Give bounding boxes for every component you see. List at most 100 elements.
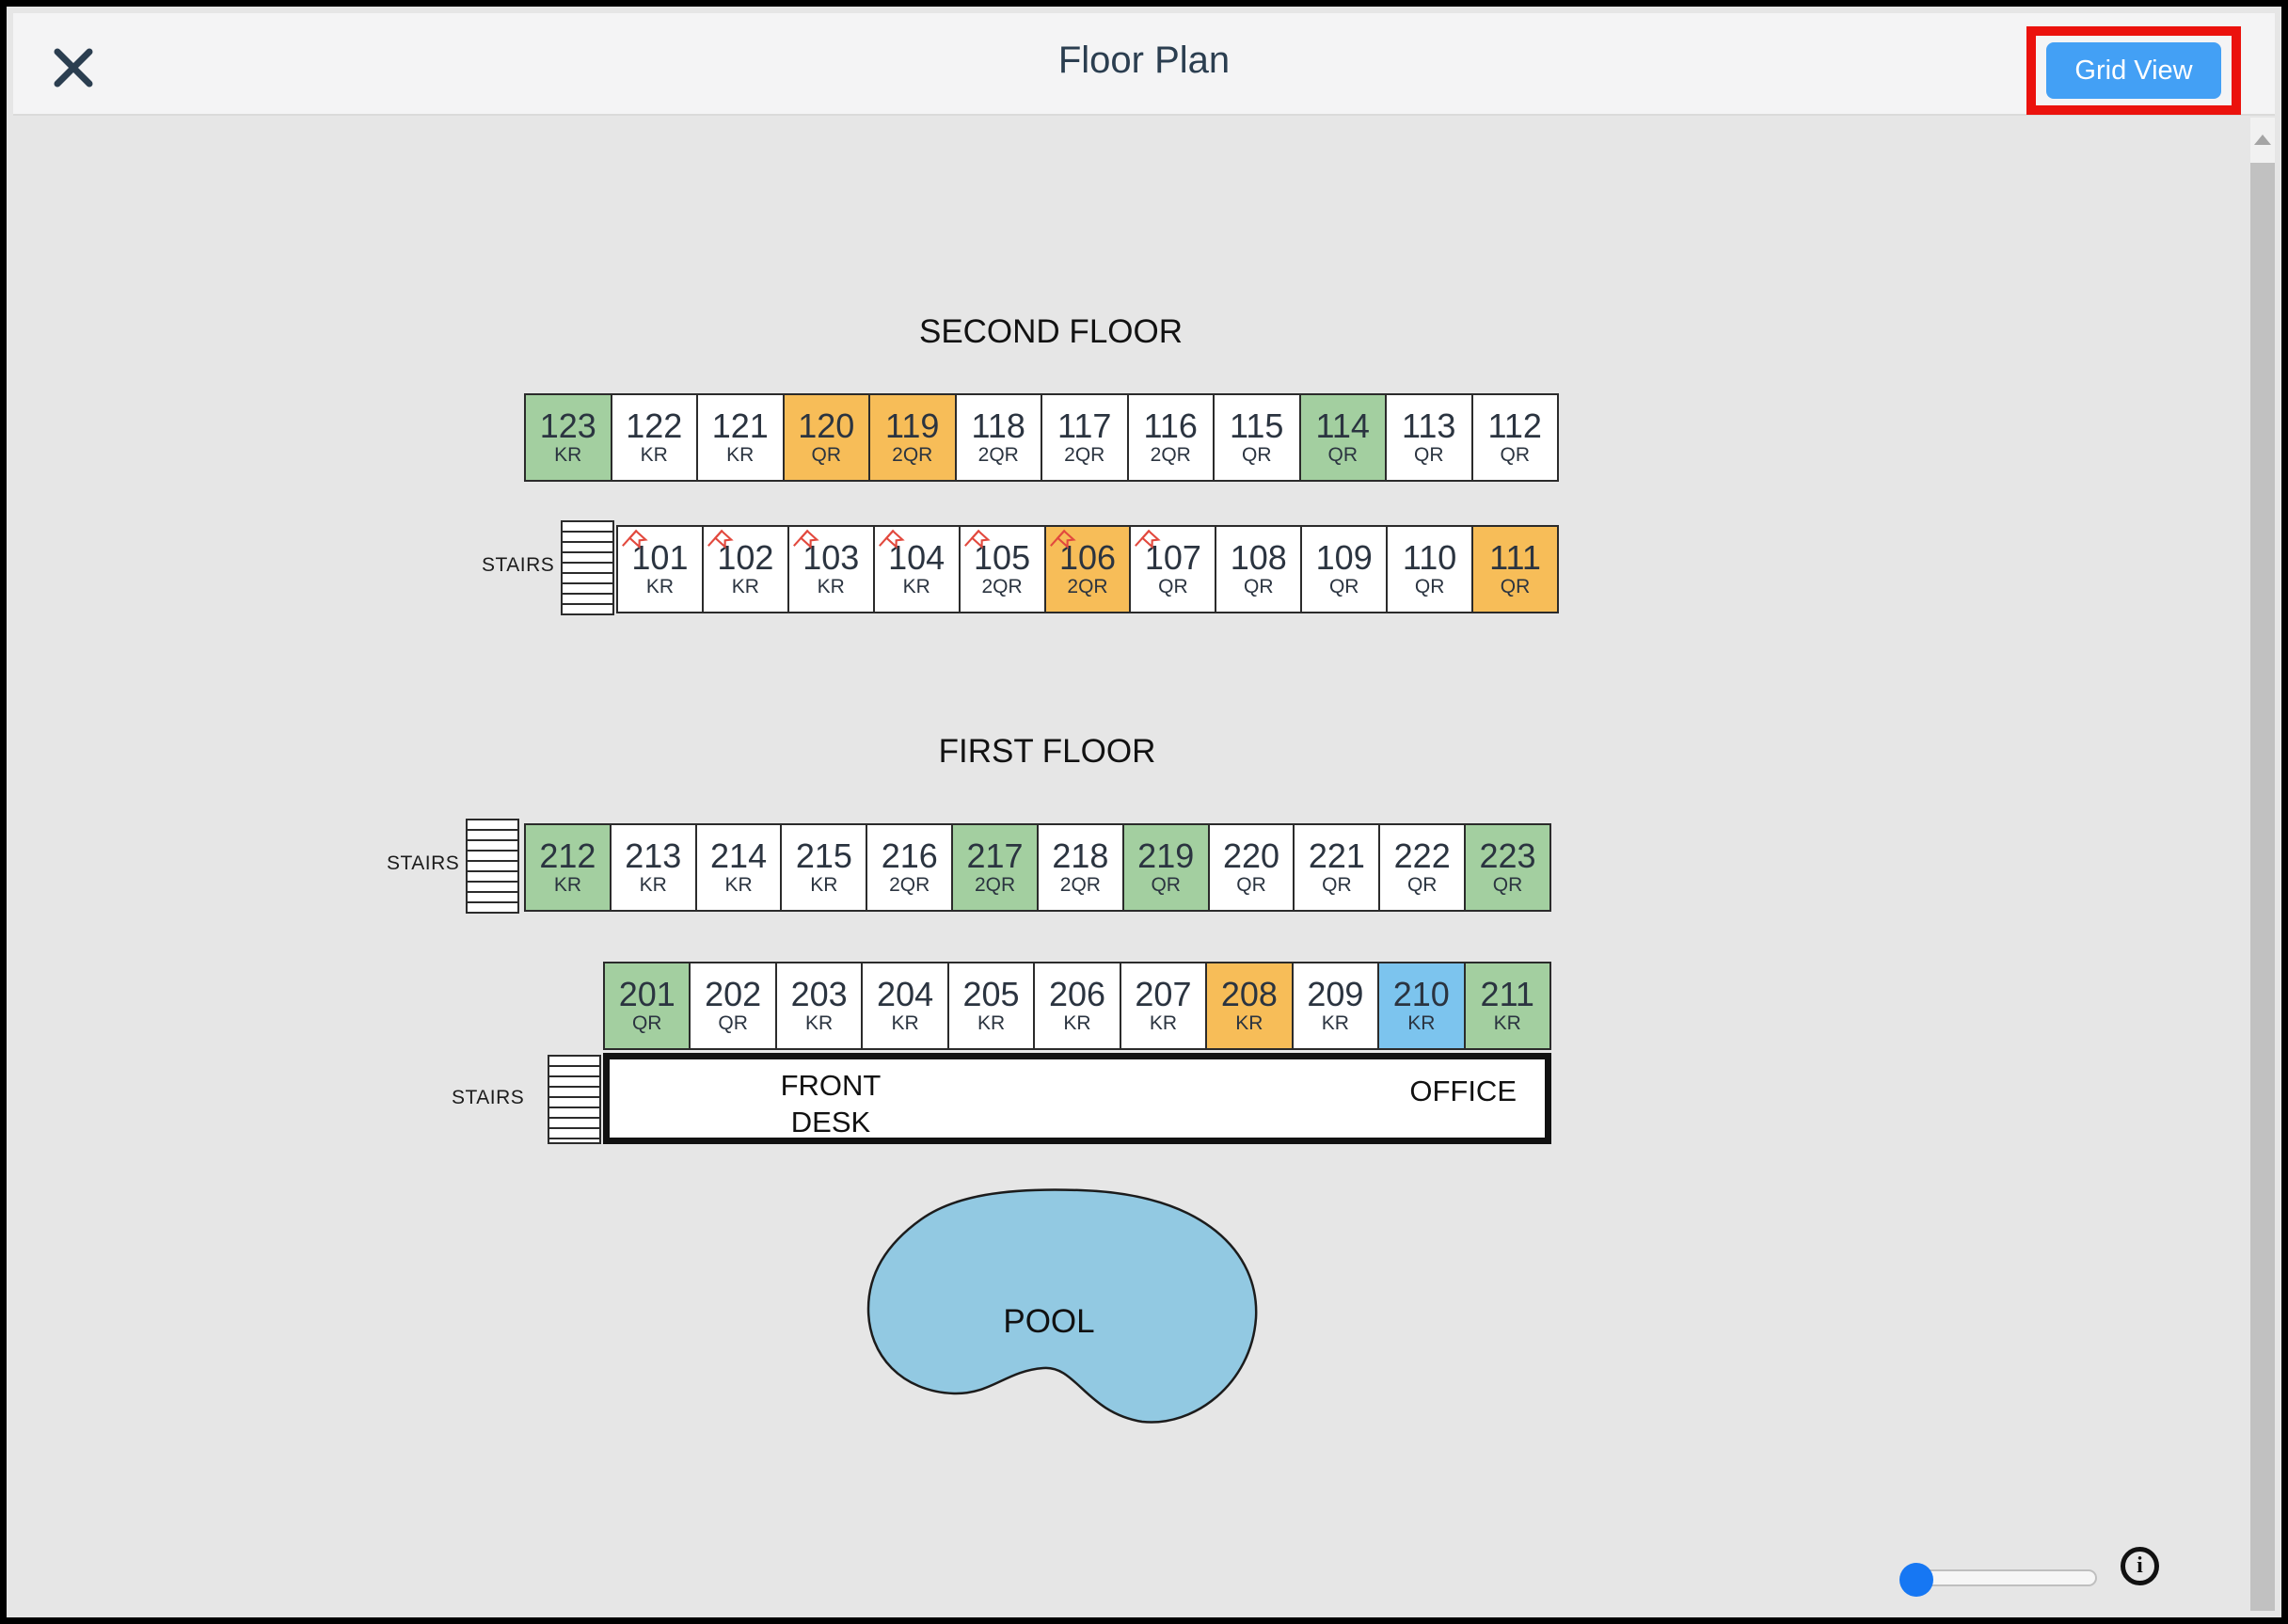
room-type: 2QR <box>977 444 1019 466</box>
room-type: QR <box>1327 444 1358 466</box>
room-type: KR <box>726 444 755 466</box>
front-desk-area: FRONT DESK OFFICE <box>603 1053 1551 1144</box>
zoom-slider[interactable] <box>1899 1563 2097 1597</box>
housekeeping-flag-icon <box>877 528 905 556</box>
office-label: OFFICE <box>1409 1075 1517 1107</box>
room-number: 204 <box>877 975 934 1013</box>
zoom-slider-thumb[interactable] <box>1899 1563 1933 1597</box>
room-type: QR <box>1414 444 1444 466</box>
room-number: 202 <box>705 975 762 1013</box>
room-number: 209 <box>1307 975 1364 1013</box>
scroll-up-arrow-icon[interactable] <box>2250 118 2275 161</box>
room-type: QR <box>718 1012 748 1034</box>
pool-shape: POOL <box>865 1186 1260 1428</box>
room-type: KR <box>724 874 753 896</box>
room-number: 120 <box>798 406 855 445</box>
room-type: KR <box>639 874 667 896</box>
room-type: 2QR <box>1064 444 1105 466</box>
room-type: 2QR <box>1150 444 1191 466</box>
room-type: QR <box>1322 874 1352 896</box>
room-type: QR <box>631 1012 662 1034</box>
annotation-highlight: Grid View <box>2026 26 2241 115</box>
room-type: QR <box>811 444 842 466</box>
page-title: Floor Plan <box>1057 40 1231 81</box>
room-number: 215 <box>795 836 852 875</box>
close-icon[interactable] <box>47 41 100 94</box>
room-type: KR <box>810 874 838 896</box>
room-type: QR <box>1500 576 1531 597</box>
room-type: QR <box>1328 576 1359 597</box>
room-type: QR <box>1500 444 1531 466</box>
room-number: 111 <box>1489 538 1541 577</box>
housekeeping-flag-icon <box>1133 528 1162 556</box>
stairs-icon <box>561 520 614 615</box>
vertical-scrollbar[interactable] <box>2250 118 2275 1611</box>
room-type: KR <box>1407 1012 1436 1034</box>
room-number: 114 <box>1315 406 1370 445</box>
room-type: QR <box>1244 576 1274 597</box>
room-type: QR <box>1414 576 1445 597</box>
room-number: 217 <box>966 836 1024 875</box>
room-number: 223 <box>1479 836 1536 875</box>
room-number: 109 <box>1315 538 1373 577</box>
room-number: 116 <box>1143 406 1198 445</box>
grid-view-button[interactable]: Grid View <box>2046 42 2221 99</box>
info-icon[interactable]: i <box>2121 1547 2159 1585</box>
room-number: 205 <box>962 975 1020 1013</box>
scrollbar-thumb[interactable] <box>2250 163 2275 1611</box>
room-number: 115 <box>1230 406 1284 445</box>
room-type: QR <box>1492 874 1523 896</box>
room-number: 107 <box>1144 538 1201 577</box>
room-type: KR <box>1149 1012 1178 1034</box>
room-type: KR <box>1235 1012 1263 1034</box>
